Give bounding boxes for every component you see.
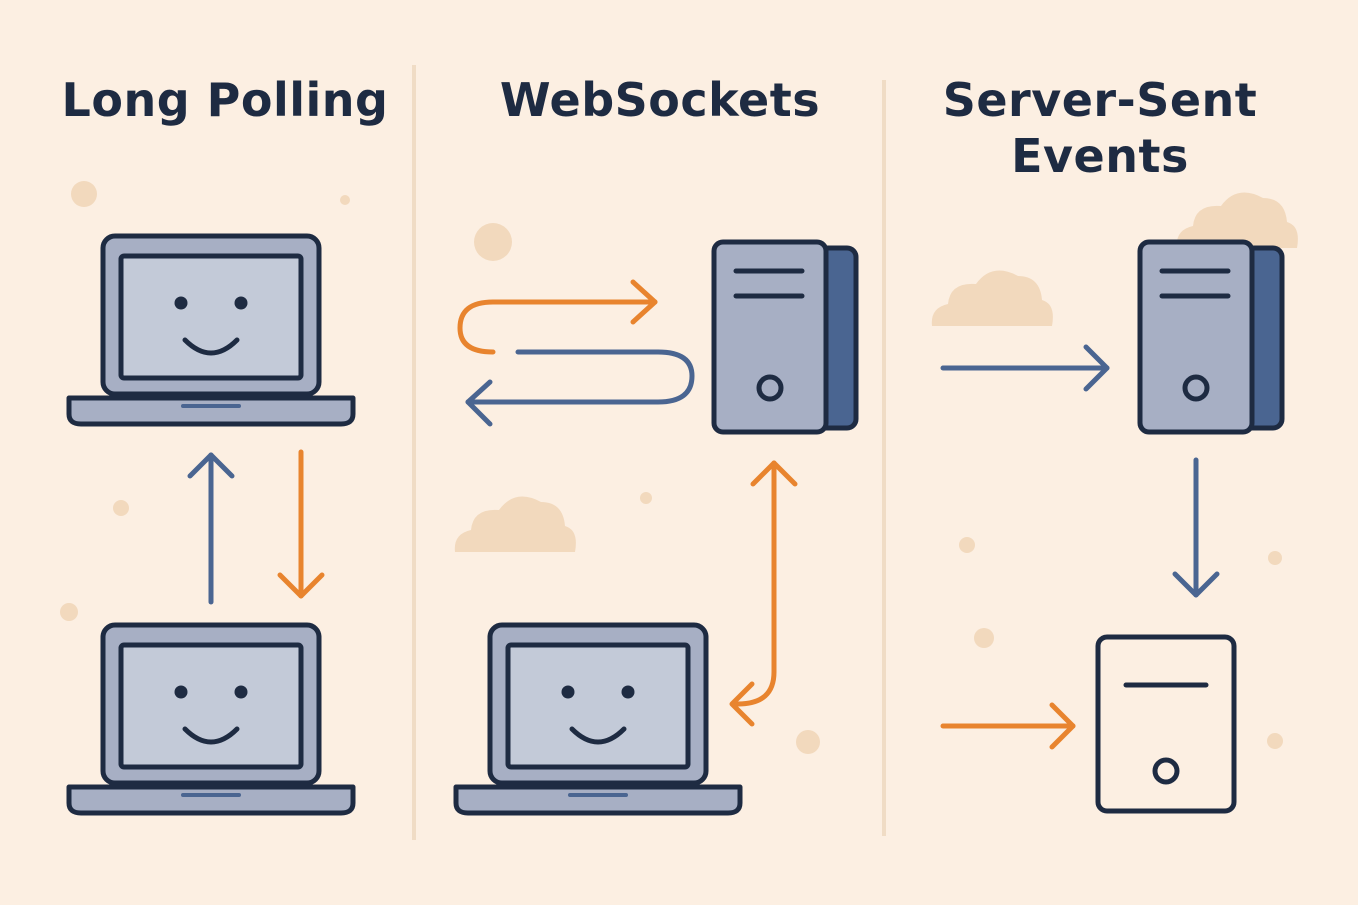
laptop-icon <box>69 236 353 424</box>
laptop-icon <box>456 625 740 813</box>
arrow-icon <box>940 344 1110 392</box>
arrow-icon <box>940 702 1076 750</box>
cloud-icon <box>931 270 1053 326</box>
long-polling-panel <box>69 236 353 813</box>
arrow-icon <box>729 460 798 727</box>
panel-title-websockets: WebSockets <box>499 73 821 127</box>
server-icon <box>714 242 856 432</box>
websockets-panel <box>456 242 856 813</box>
decorative-dots <box>60 181 1283 754</box>
panel-title-long-polling: Long Polling <box>61 73 389 127</box>
cloud-icon <box>454 496 576 552</box>
panel-title-server-sent-events: Server-Sent Events <box>942 73 1258 183</box>
arrow-icon <box>465 349 695 427</box>
arrow-icon <box>277 449 325 599</box>
laptop-icon <box>69 625 353 813</box>
server-icon <box>1140 242 1282 432</box>
arrow-icon <box>457 279 658 355</box>
arrow-icon <box>1172 457 1220 598</box>
arrow-icon <box>187 452 235 605</box>
server-icon <box>1095 634 1237 814</box>
server-sent-events-panel <box>940 242 1282 814</box>
